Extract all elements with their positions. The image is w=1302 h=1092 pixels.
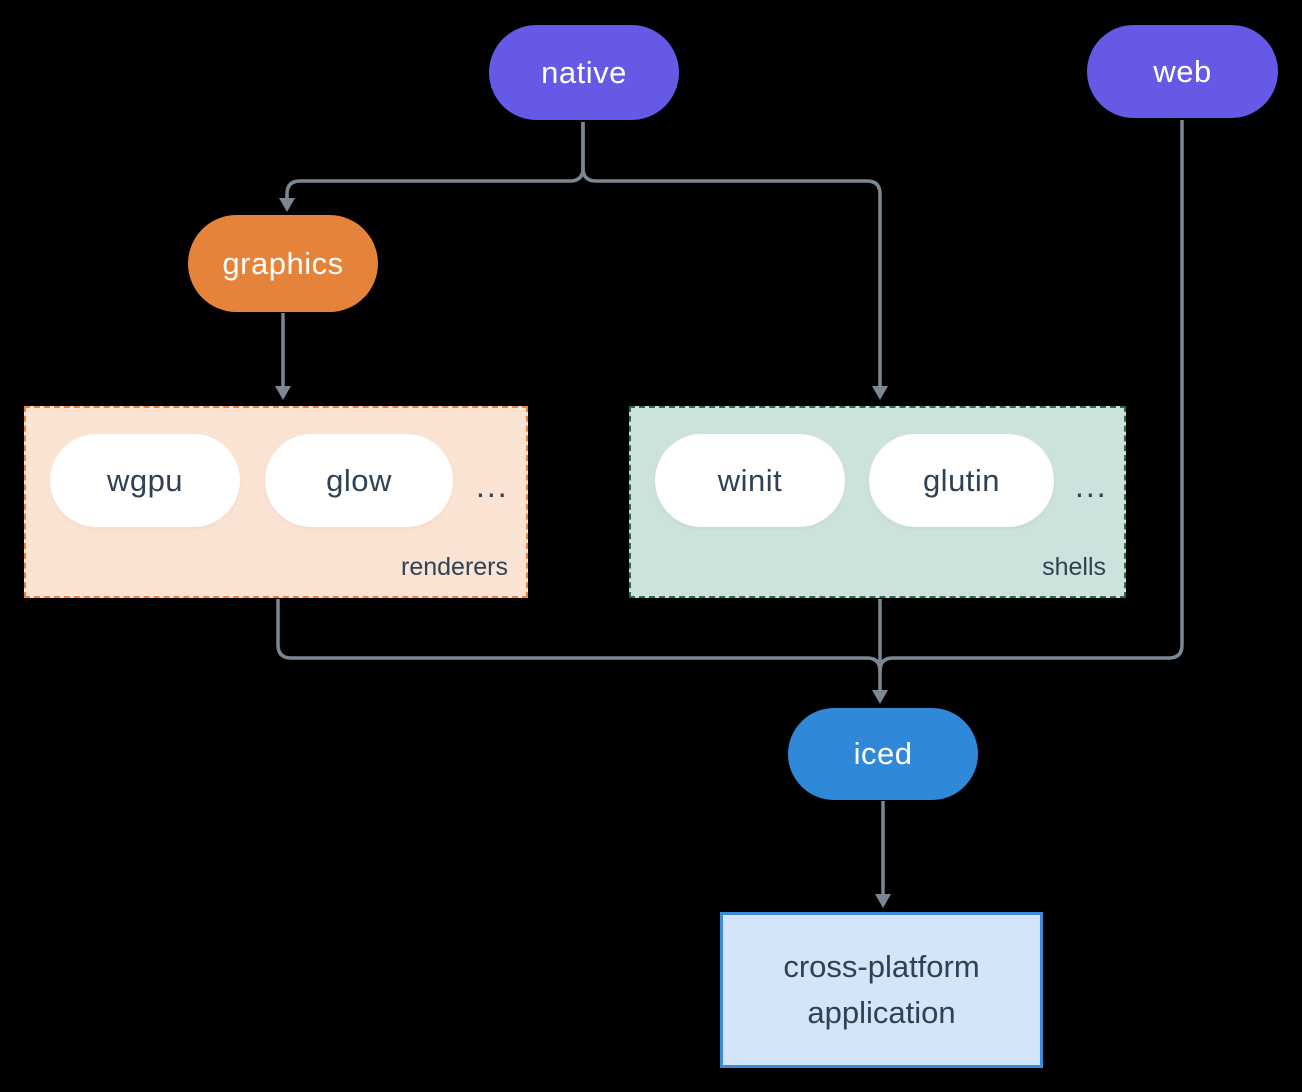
shells-ellipsis: ...: [1075, 468, 1108, 504]
node-application-label-line2: application: [807, 995, 956, 1030]
node-graphics-label: graphics: [222, 245, 344, 281]
arrowhead-application: [875, 894, 891, 908]
node-iced: iced: [788, 708, 978, 800]
group-renderers: wgpu glow ... renderers: [24, 406, 528, 598]
arrowhead-iced: [872, 690, 888, 704]
edge-renderers-to-merge: [276, 599, 882, 672]
node-glow-label: glow: [326, 462, 392, 498]
node-wgpu-label: wgpu: [106, 462, 184, 498]
arrowhead-shells: [872, 386, 888, 400]
edge-native-to-shells: [581, 122, 882, 386]
group-shells-label: shells: [1042, 553, 1106, 581]
group-renderers-label: renderers: [401, 553, 508, 581]
node-web-label: web: [1153, 53, 1212, 89]
node-native: native: [489, 25, 679, 120]
node-winit: winit: [655, 434, 845, 527]
arrowhead-renderers: [275, 386, 291, 400]
renderers-ellipsis: ...: [476, 468, 509, 504]
node-wgpu: wgpu: [50, 434, 240, 527]
node-glow: glow: [265, 434, 453, 527]
node-graphics: graphics: [188, 215, 378, 312]
node-iced-label: iced: [853, 736, 913, 771]
node-application-label-line1: cross-platform: [783, 949, 980, 984]
arrowhead-graphics: [279, 198, 295, 212]
node-web: web: [1087, 25, 1278, 118]
node-glutin: glutin: [869, 434, 1054, 527]
node-native-label: native: [541, 54, 627, 90]
node-winit-label: winit: [717, 462, 783, 498]
edge-native-to-graphics: [285, 122, 585, 198]
group-shells: winit glutin ... shells: [629, 406, 1126, 598]
node-glutin-label: glutin: [922, 462, 1001, 498]
node-application: cross-platform application: [720, 912, 1043, 1068]
